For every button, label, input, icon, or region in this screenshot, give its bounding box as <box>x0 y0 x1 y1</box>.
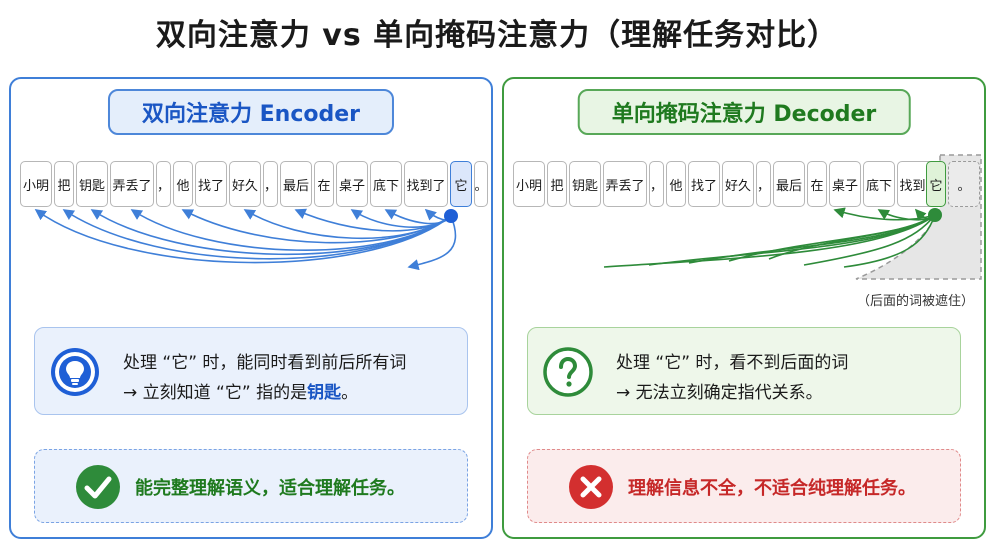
token-period-masked: 。 <box>948 161 980 207</box>
mask-note: （后面的词被遮住） <box>856 294 974 309</box>
token-it-focus: 它 <box>450 161 472 207</box>
decoder-title: 单向掩码注意力 Decoder <box>577 89 911 135</box>
decoder-result-text: 理解信息不全，不适合纯理解任务。 <box>628 478 916 499</box>
key-highlight: 钥匙 <box>307 383 342 403</box>
token-comma: ， <box>756 161 771 207</box>
decoder-panel: 单向掩码注意力 Decoder 小明 把 钥匙 弄丢了 ， 他 找了 好久 ， … <box>502 77 986 539</box>
encoder-info-line-1: 处理 “它” 时，能同时看到前后所有词 <box>123 353 407 373</box>
token-ta: 他 <box>173 161 193 207</box>
token-zuihou: 最后 <box>280 161 312 207</box>
token-nongdiule: 弄丢了 <box>110 161 154 207</box>
token-nongdiule: 弄丢了 <box>603 161 647 207</box>
encoder-panel: 双向注意力 Encoder 小明 把 钥匙 弄丢了 ， 他 找了 好久 ， 最后… <box>9 77 493 539</box>
token-yaoshi: 钥匙 <box>76 161 108 207</box>
encoder-info-line-2-prefix: → 立刻知道 “它” 指的是 <box>123 383 308 403</box>
token-xiaoming: 小明 <box>513 161 545 207</box>
token-zhaodaole: 找到了 <box>404 161 448 207</box>
question-circle-icon <box>543 347 593 397</box>
token-zuihou: 最后 <box>773 161 805 207</box>
token-haojiu: 好久 <box>722 161 754 207</box>
decoder-info-box: 处理 “它” 时，看不到后面的词 → 无法立刻确定指代关系。 <box>527 327 961 415</box>
encoder-result-text: 能完整理解语义，适合理解任务。 <box>135 478 405 499</box>
decoder-info-line-1: 处理 “它” 时，看不到后面的词 <box>616 353 849 373</box>
token-haojiu: 好久 <box>229 161 261 207</box>
encoder-result-box: 能完整理解语义，适合理解任务。 <box>34 449 468 523</box>
token-zhaole: 找了 <box>195 161 227 207</box>
decoder-info-line-2: → 无法立刻确定指代关系。 <box>616 383 823 403</box>
x-circle-icon <box>569 465 613 509</box>
decoder-result-box: 理解信息不全，不适合纯理解任务。 <box>527 449 961 523</box>
token-comma: ， <box>156 161 171 207</box>
page-title: 双向注意力 vs 单向掩码注意力（理解任务对比） <box>155 18 839 53</box>
encoder-info-line-2-suffix: 。 <box>341 383 359 403</box>
token-zai: 在 <box>314 161 334 207</box>
encoder-info-box: 处理 “它” 时，能同时看到前后所有词 → 立刻知道 “它” 指的是钥匙。 <box>34 327 468 415</box>
token-zhuozi: 桌子 <box>336 161 368 207</box>
token-dixia: 底下 <box>863 161 895 207</box>
token-yaoshi: 钥匙 <box>569 161 601 207</box>
lightbulb-icon <box>51 348 99 396</box>
token-dixia: 底下 <box>370 161 402 207</box>
token-zhuozi: 桌子 <box>829 161 861 207</box>
encoder-info-line-2: → 立刻知道 “它” 指的是钥匙。 <box>123 378 358 403</box>
token-ta: 他 <box>666 161 686 207</box>
token-period: 。 <box>474 161 488 207</box>
token-it-focus: 它 <box>926 161 946 207</box>
token-zhaole: 找了 <box>688 161 720 207</box>
token-zai: 在 <box>807 161 827 207</box>
encoder-title: 双向注意力 Encoder <box>107 89 395 135</box>
check-circle-icon <box>76 465 120 509</box>
token-ba: 把 <box>54 161 74 207</box>
token-comma: ， <box>649 161 664 207</box>
token-xiaoming: 小明 <box>20 161 52 207</box>
token-ba: 把 <box>547 161 567 207</box>
token-comma: ， <box>263 161 278 207</box>
